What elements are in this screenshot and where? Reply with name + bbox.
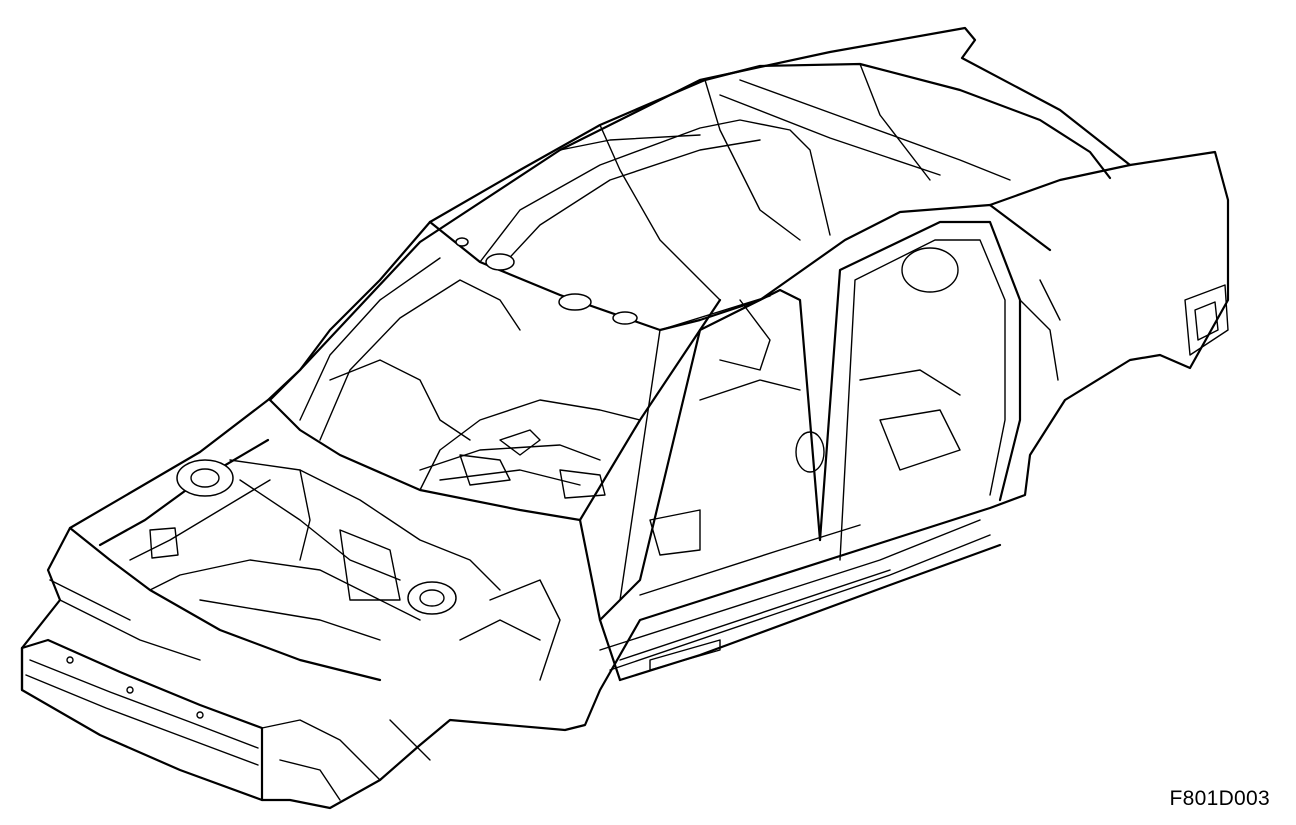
windshield-frame: [268, 220, 722, 522]
rear-quarter-panel: [988, 163, 1229, 381]
rocker-sill: [618, 543, 1002, 682]
figure-code-label: F801D003: [1169, 787, 1270, 810]
side-door-frames: [578, 220, 1022, 682]
roof-panel: [428, 62, 1112, 332]
body-outline: [20, 26, 1230, 810]
engine-compartment: [68, 438, 561, 682]
floor-pan: [419, 409, 961, 556]
front-bumper-beam: [20, 579, 431, 802]
